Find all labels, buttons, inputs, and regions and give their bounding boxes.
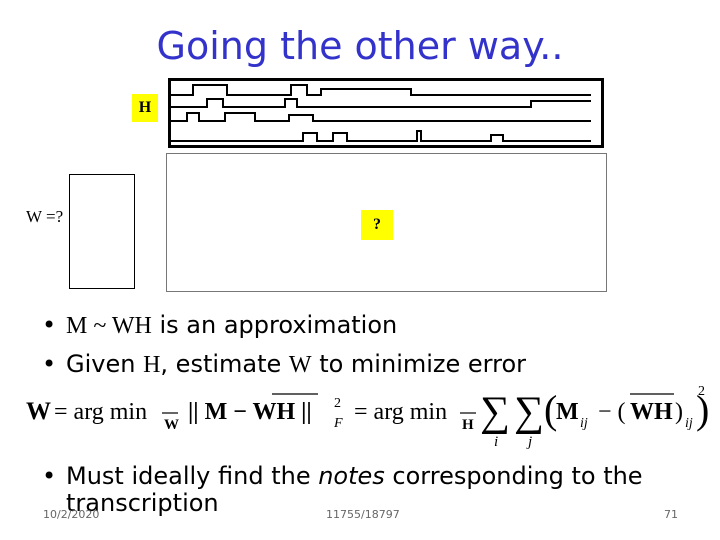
eq-index-j: j: [526, 434, 532, 450]
eq-minus: − (: [598, 399, 626, 425]
h-activation-traces: [171, 84, 591, 142]
slide-title: Going the other way..: [156, 24, 564, 68]
footer-page-number: 71: [664, 508, 678, 521]
bullet-text: is an approximation: [151, 311, 398, 339]
eq-paren-open: (: [544, 387, 557, 432]
activation-trace-2: [171, 98, 591, 108]
eq-argmin-1: = arg min: [54, 399, 147, 425]
bullet-text-pre: Must ideally find the: [66, 462, 319, 490]
h-matrix-panel: [168, 78, 604, 148]
eq-paren-close: ): [696, 387, 708, 432]
objective-equation: W = arg min W || M − WH || 2 F = arg min…: [26, 384, 708, 450]
w-matrix-panel: [69, 174, 135, 289]
eq-m: M: [556, 399, 579, 425]
eq-sub-ij-1: ij: [580, 416, 588, 431]
eq-wh: WH: [630, 399, 673, 425]
eq-close: ): [675, 399, 683, 425]
activation-trace-4: [171, 130, 591, 142]
activation-trace-3: [171, 112, 591, 122]
h-matrix-label: H: [132, 94, 158, 122]
math-m-wh: M ~ WH: [66, 313, 152, 339]
bullet-text-post: corresponding to the: [384, 462, 643, 490]
bullet-text-mid: , estimate: [160, 350, 289, 378]
eq-sub-w: W: [164, 417, 179, 433]
bullet-dot: •: [42, 311, 57, 339]
bullet-text-notes: notes: [318, 462, 385, 490]
eq-index-i: i: [494, 434, 498, 450]
bullet-find-notes: • Must ideally find the notes correspondi…: [42, 459, 643, 493]
eq-sum-i: ∑: [480, 389, 510, 435]
eq-sum-j: ∑: [514, 389, 544, 435]
eq-sub-ij-2: ij: [685, 416, 693, 431]
eq-argmin-2: = arg min: [354, 399, 447, 425]
activation-trace-1: [171, 84, 591, 96]
eq-norm: || M − WH ||: [188, 399, 312, 425]
bullet-dot: •: [42, 462, 57, 490]
eq-sub-h: H: [462, 417, 474, 433]
footer-date: 10/2/2020: [43, 508, 100, 521]
bullet-dot: •: [42, 350, 57, 378]
footer-course: 11755/18797: [326, 508, 400, 521]
unknown-product-label: ?: [361, 210, 393, 240]
math-h: H: [143, 352, 161, 378]
eq-lhs: W: [26, 398, 51, 425]
math-w: W: [288, 352, 312, 378]
bullet-text-pre: Given: [66, 350, 144, 378]
eq-sub-f: F: [333, 416, 343, 431]
w-matrix-label: W =?: [26, 207, 64, 226]
bullet-continuation: transcription: [66, 489, 219, 517]
bullet-estimate-w: • Given H, estimate W to minimize error: [42, 350, 526, 379]
eq-sup-2: 2: [334, 396, 341, 411]
bullet-text-post: to minimize error: [311, 350, 526, 378]
m-matrix-panel: [166, 153, 607, 292]
bullet-approximation: • M ~ WH is an approximation: [42, 311, 397, 340]
eq-power-2: 2: [698, 384, 705, 399]
